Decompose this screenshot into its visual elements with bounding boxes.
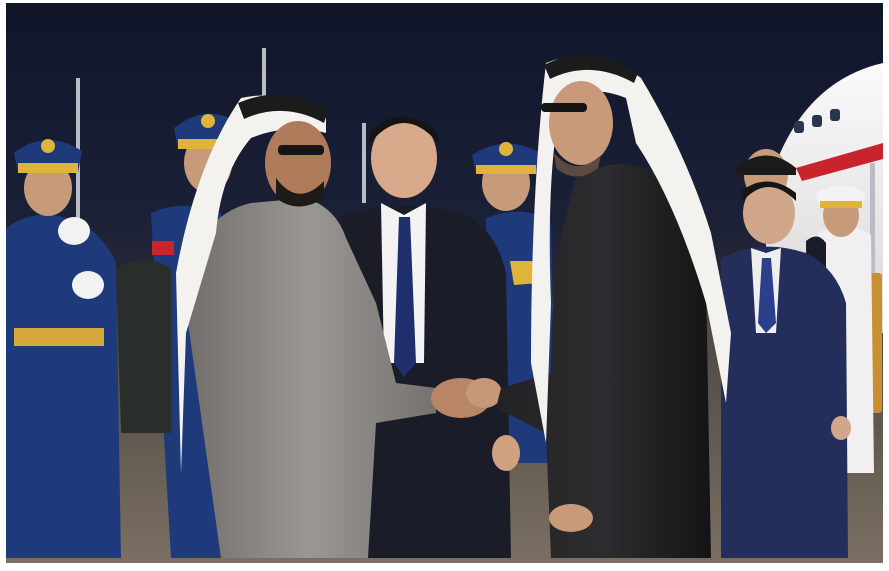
honor-guard-left	[6, 139, 121, 558]
handshake	[431, 378, 502, 418]
official-navy-suit	[721, 181, 851, 559]
background-official	[116, 260, 171, 433]
dignitary-black-kandura	[496, 54, 731, 558]
photo-scene	[6, 3, 883, 563]
dignitary-grey-kandura	[176, 94, 436, 558]
official-dark-suit	[336, 116, 520, 559]
welcome-ceremony-photo	[6, 3, 883, 563]
